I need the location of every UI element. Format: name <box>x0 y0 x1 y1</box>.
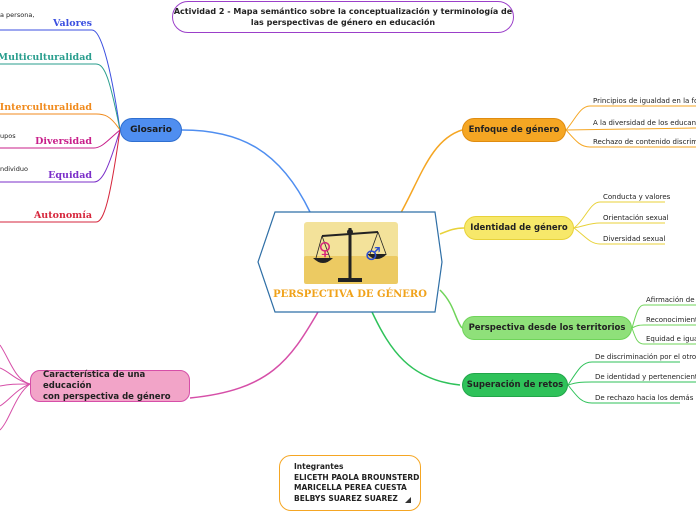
identidad-item-2[interactable]: Orientación sexual <box>603 214 669 222</box>
identidad-item-1[interactable]: Conducta y valores <box>603 193 670 201</box>
branch-multi <box>0 64 120 130</box>
female-symbol-icon: ♀ <box>318 239 331 260</box>
integrantes-box[interactable]: Integrantes ELICETH PAOLA BROUNSTERD MAR… <box>279 455 421 511</box>
term-valores[interactable]: Valores <box>53 18 92 29</box>
enfoque-item-2[interactable]: A la diversidad de los educandos <box>593 119 696 127</box>
territorios-node[interactable]: Perspectiva desde los territorios <box>462 316 632 340</box>
connector-caracteristica <box>190 312 318 398</box>
integrante-1: ELICETH PAOLA BROUNSTERD <box>294 473 419 484</box>
fragment-1: a persona, <box>0 11 34 19</box>
title-line-1: Actividad 2 - Mapa semántico sobre la co… <box>174 6 512 17</box>
connector-superacion <box>372 312 460 385</box>
expand-triangle-icon[interactable] <box>405 497 411 503</box>
branch-inter <box>0 114 120 130</box>
connector-territorios <box>440 290 462 328</box>
territorios-label: Perspectiva desde los territorios <box>469 323 626 333</box>
identidad-label: Identidad de género <box>470 223 567 233</box>
branch-sup-2 <box>568 382 696 385</box>
caracteristica-line-2: con perspectiva de género <box>43 392 171 403</box>
male-symbol-icon: ♂ <box>365 244 381 265</box>
term-equidad[interactable]: Equidad <box>48 170 92 181</box>
territorios-item-3[interactable]: Equidad e iguald <box>646 335 696 343</box>
connector-identidad <box>440 228 464 234</box>
identidad-item-3[interactable]: Diversidad sexual <box>603 235 665 243</box>
enfoque-item-1[interactable]: Principios de igualdad en la formación <box>593 97 696 105</box>
superacion-item-2[interactable]: De identidad y pertenenciente a un g <box>595 373 696 381</box>
title-box[interactable]: Actividad 2 - Mapa semántico sobre la co… <box>172 1 514 33</box>
enfoque-item-3[interactable]: Rechazo de contenido discriminatorio <box>593 138 696 146</box>
connector-glosario <box>182 130 310 212</box>
branch-enfoque-2 <box>566 128 696 130</box>
branch-terr-2 <box>632 325 696 328</box>
superacion-node[interactable]: Superación de retos <box>462 373 568 397</box>
superacion-label: Superación de retos <box>467 380 563 390</box>
branch-car-1 <box>0 345 30 384</box>
term-interculturalidad[interactable]: Interculturalidad <box>0 102 92 113</box>
title-line-2: las perspectivas de género en educación <box>251 17 435 28</box>
term-diversidad[interactable]: Diversidad <box>35 136 92 147</box>
center-label: PERSPECTIVA DE GÉNERO <box>273 288 427 300</box>
branch-identidad-2 <box>574 223 665 228</box>
branch-car-5 <box>0 384 30 430</box>
superacion-item-3[interactable]: De rechazo hacia los demás <box>595 394 693 402</box>
term-multiculturalidad[interactable]: Multiculturalidad <box>0 52 92 63</box>
territorios-item-1[interactable]: Afirmación de las <box>646 296 696 304</box>
integrante-3: BELBYS SUAREZ SUAREZ <box>294 494 398 505</box>
glosario-label: Glosario <box>130 125 172 135</box>
term-autonomia[interactable]: Autonomía <box>34 210 92 221</box>
enfoque-node[interactable]: Enfoque de género <box>462 118 566 142</box>
superacion-item-1[interactable]: De discriminación por el otro <box>595 353 696 361</box>
enfoque-label: Enfoque de género <box>469 125 560 135</box>
caracteristica-line-1: Característica de una educación <box>43 370 189 392</box>
fragment-3: ndividuo <box>0 165 28 173</box>
fragment-2: upos <box>0 132 16 140</box>
caracteristica-node[interactable]: Característica de una educación con pers… <box>30 370 190 402</box>
connector-enfoque <box>398 130 462 218</box>
integrantes-heading: Integrantes <box>294 462 343 473</box>
integrante-2: MARICELLA PEREA CUESTA <box>294 483 407 494</box>
glosario-node[interactable]: Glosario <box>120 118 182 142</box>
identidad-node[interactable]: Identidad de género <box>464 216 574 240</box>
territorios-item-2[interactable]: Reconocimiento d <box>646 316 696 324</box>
